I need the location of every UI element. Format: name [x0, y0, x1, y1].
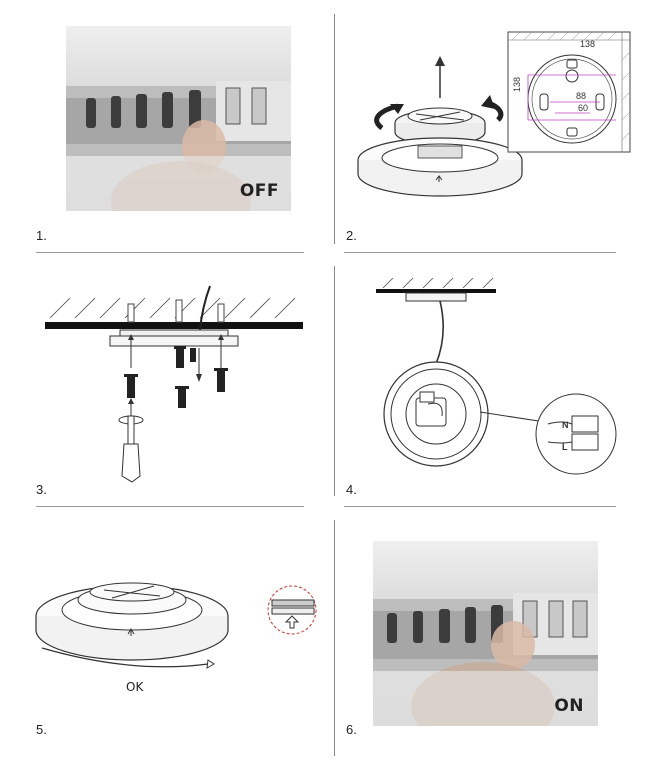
step4-l-label: L: [562, 442, 568, 452]
step5-illustration: [35, 582, 317, 669]
step3-illustration: [45, 285, 303, 483]
step2-number: 2.: [346, 228, 357, 243]
divider-vertical-top: [334, 14, 335, 244]
step2-illustration: 138 138 88 60: [357, 31, 631, 197]
step2-dim-mid: 88: [576, 91, 586, 101]
step4-number: 4.: [346, 482, 357, 497]
divider-horizontal-1-right: [344, 252, 616, 253]
step6-on-label: ON: [554, 696, 584, 716]
divider-vertical-middle: [334, 266, 335, 496]
step1-off-label: OFF: [239, 181, 279, 201]
divider-horizontal-2-right: [344, 506, 616, 507]
breaker-panel-on-illustration: [373, 593, 598, 726]
step6-photo: ON: [373, 541, 598, 726]
step1-number: 1.: [36, 228, 47, 243]
step1-photo: OFF: [66, 26, 291, 211]
divider-horizontal-2-left: [36, 506, 304, 507]
step3-number: 3.: [36, 482, 47, 497]
divider-vertical-bottom: [334, 520, 335, 756]
step5-number: 5.: [36, 722, 47, 737]
step5-ok-caption: OK: [126, 680, 144, 694]
step2-dim-top: 138: [580, 39, 595, 49]
divider-horizontal-1-left: [36, 252, 304, 253]
step6-number: 6.: [346, 722, 357, 737]
breaker-panel-illustration: [66, 81, 291, 211]
step2-dim-small: 60: [578, 103, 588, 113]
step4-illustration: N L: [376, 277, 617, 475]
step2-dim-side: 138: [512, 77, 522, 92]
step4-n-label: N: [562, 420, 569, 430]
